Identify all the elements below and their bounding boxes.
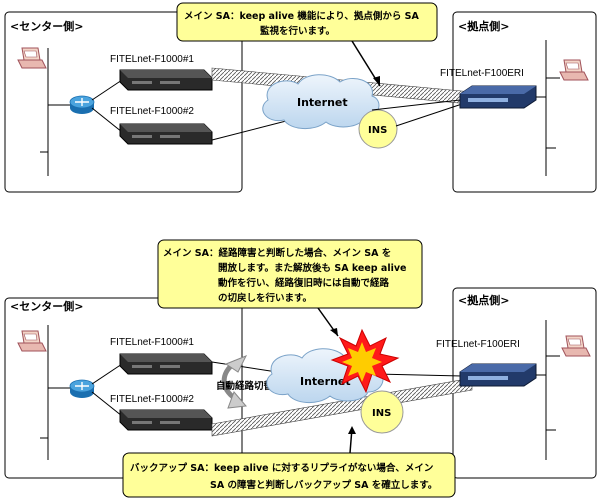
callout-text-line: の切戻しを行います。 — [218, 292, 312, 304]
callout-text-line: SA の障害と判断しバックアップ SA を確立します。 — [210, 479, 437, 491]
callout-keepalive — [176, 2, 438, 42]
internet-label: Internet — [297, 96, 348, 109]
device-label-f1000-2: FITELnet-F1000#2 — [110, 106, 194, 117]
bottom-diagram: <センター側> <拠点側> FITELnet-F1000#1 FITELnet-… — [4, 239, 597, 498]
switch-icon — [119, 409, 213, 431]
callout-text-line: 開放します。また解放後も SA keep alive — [218, 262, 406, 274]
device-label-f100eri: FITELnet-F100ERI — [440, 68, 524, 79]
internet-label: Internet — [300, 375, 351, 388]
callout-text-line: メイン SA：keep alive 機能により、拠点側から SA — [184, 10, 420, 22]
callout-failover — [157, 239, 423, 309]
center-site-label: <センター側> — [10, 19, 83, 33]
callout-backup — [122, 452, 456, 498]
auto-switch-label: 自動経路切替え — [216, 380, 283, 392]
branch-router-icon — [459, 363, 537, 387]
switch-icon — [119, 69, 213, 91]
ins-circle — [360, 390, 404, 434]
router-icon — [69, 379, 95, 399]
callout-text-line: 動作を行い、経路復旧時には自動で経路 — [218, 277, 390, 289]
branch-site-label: <拠点側> — [458, 293, 509, 307]
router-icon — [69, 95, 95, 115]
callout-text-line: 監視を行います。 — [260, 25, 335, 37]
ins-label: INS — [372, 408, 391, 419]
center-site-box — [4, 11, 243, 193]
center-site-box — [4, 297, 243, 479]
ins-label: INS — [368, 125, 387, 136]
center-site-label: <センター側> — [10, 299, 83, 313]
internet-cloud — [262, 74, 380, 129]
device-label-f1000-1: FITELnet-F1000#1 — [110, 54, 194, 65]
callout-text-line: バックアップ SA：keep alive に対するリプライがない場合、メイン — [130, 462, 433, 474]
switch-icon — [119, 123, 213, 145]
switch-icon — [119, 353, 213, 375]
callout-text-line: メイン SA：経路障害と判断した場合、メイン SA を — [163, 247, 391, 259]
ins-circle — [358, 109, 398, 149]
device-label-f1000-1: FITELnet-F1000#1 — [110, 337, 194, 348]
top-diagram: <センター側> <拠点側> FITELnet-F1000#1 FITELnet-… — [4, 2, 597, 193]
branch-site-label: <拠点側> — [458, 19, 509, 33]
device-label-f100eri: FITELnet-F100ERI — [436, 339, 520, 350]
branch-router-icon — [459, 85, 537, 109]
device-label-f1000-2: FITELnet-F1000#2 — [110, 394, 194, 405]
